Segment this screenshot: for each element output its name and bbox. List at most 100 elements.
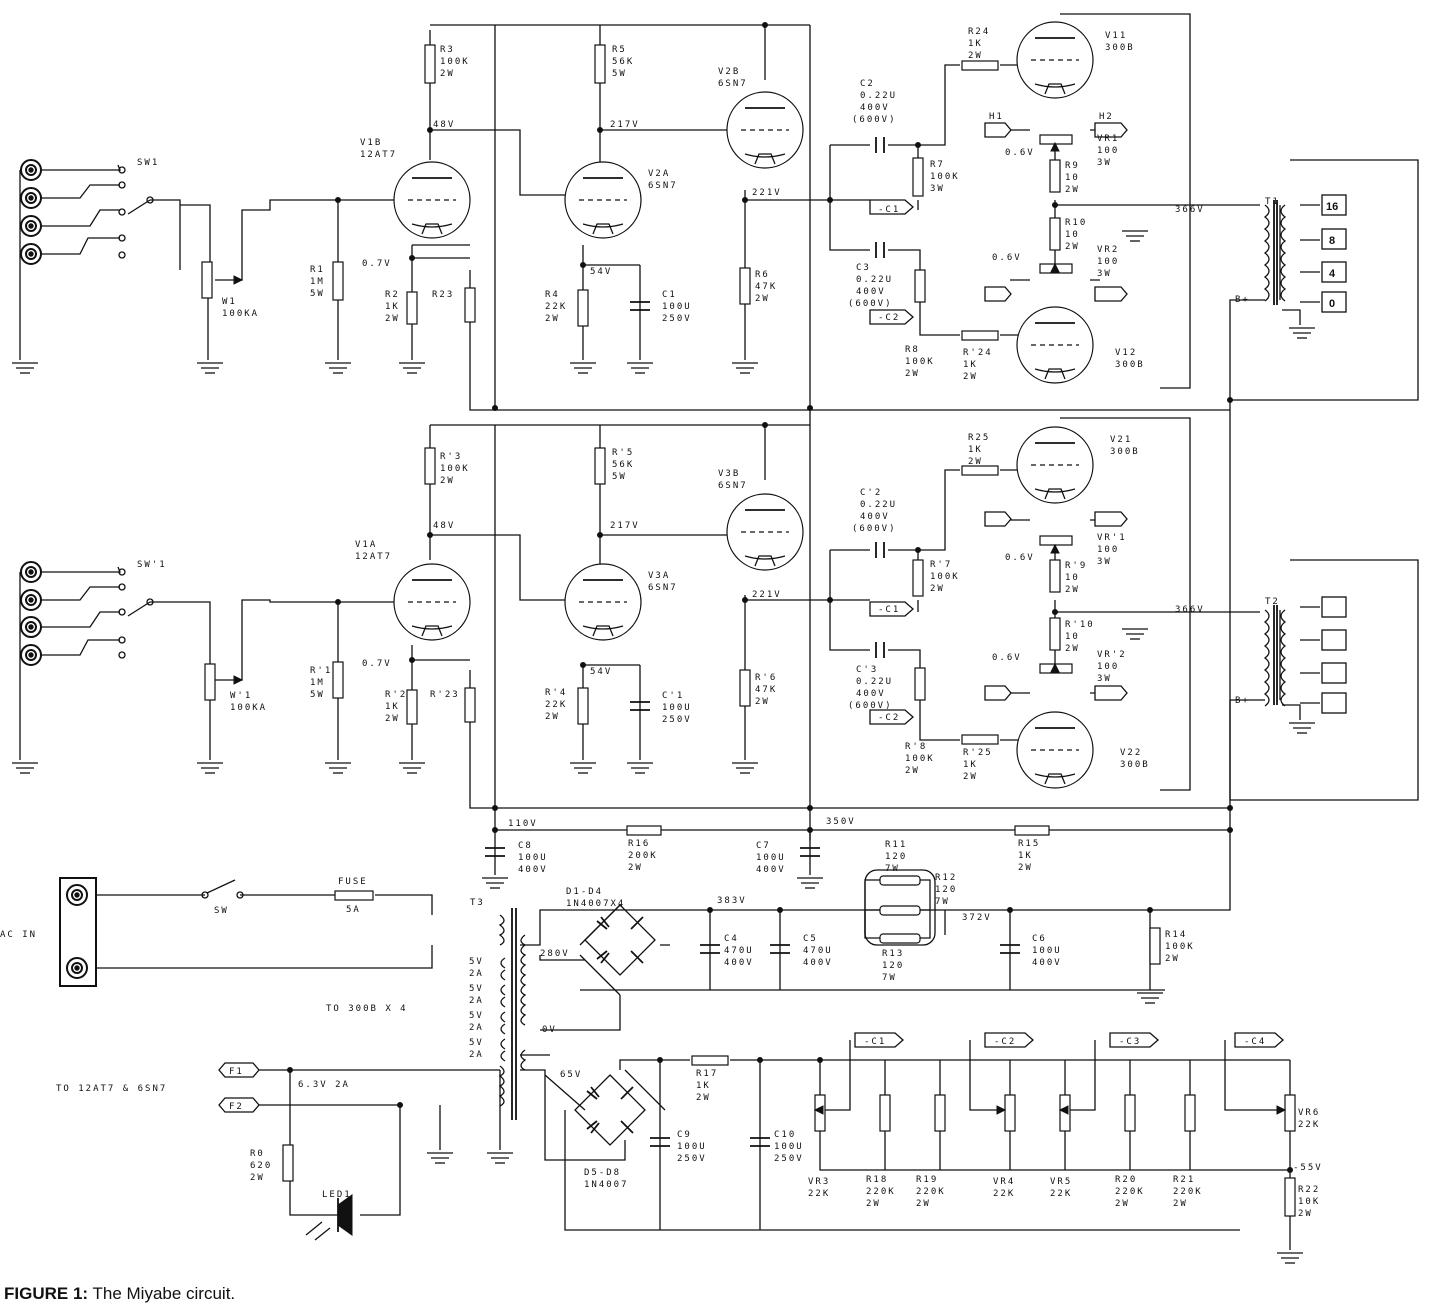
component-label: R1 <box>310 265 325 275</box>
component-label: 100K <box>930 172 960 182</box>
component-label: 350V <box>826 817 856 827</box>
component-label: 217V <box>610 120 640 130</box>
component-label: V11 <box>1105 31 1127 41</box>
component-label: -55V <box>1293 1163 1323 1173</box>
bridge-d1-d4 <box>584 904 656 976</box>
component-label: 22K <box>993 1189 1015 1199</box>
component-label: 2W <box>1065 185 1080 195</box>
component-label: 0.22U <box>856 677 893 687</box>
component-label: R'25 <box>963 748 993 758</box>
component-label: D1-D4 <box>566 887 603 897</box>
component-label: 2W <box>1018 863 1033 873</box>
component-label: R5 <box>612 45 627 55</box>
bridge-d5-d8 <box>574 1074 646 1146</box>
component-label: 65V <box>560 1070 582 1080</box>
component-label: R'4 <box>545 688 567 698</box>
component-label: C'1 <box>662 691 684 701</box>
component-label: 1K <box>963 760 978 770</box>
component-label: 1M <box>310 678 325 688</box>
component-label: 5A <box>346 905 361 915</box>
component-label: VR4 <box>993 1177 1015 1187</box>
component-label: 2A <box>469 1023 484 1033</box>
component-label: R17 <box>696 1069 718 1079</box>
component-label: 2A <box>469 996 484 1006</box>
power-transformer-t3 <box>498 908 527 1120</box>
component-label: R22 <box>1298 1185 1320 1195</box>
component-label: 110V <box>508 819 538 829</box>
component-label: B+ <box>1235 295 1250 305</box>
component-label: 120 <box>882 961 904 971</box>
component-label: H2 <box>1099 112 1114 122</box>
input-jacks-upper[interactable] <box>20 159 42 265</box>
tube-v2b <box>726 91 804 169</box>
component-label: 100U <box>774 1142 804 1152</box>
component-label: R'2 <box>385 690 407 700</box>
component-label: 2W <box>905 766 920 776</box>
component-label: C4 <box>724 934 739 944</box>
component-label: 7W <box>935 897 950 907</box>
component-label: 100K <box>440 464 470 474</box>
component-label: -C4 <box>1244 1037 1266 1047</box>
component-label: R'23 <box>430 690 460 700</box>
component-label: 200K <box>628 851 658 861</box>
component-label: -C1 <box>864 1037 886 1047</box>
component-label: 48V <box>433 521 455 531</box>
component-label: 3W <box>930 184 945 194</box>
power-switch[interactable] <box>201 879 244 899</box>
component-label: LED1 <box>322 1190 352 1200</box>
component-label: 8 <box>1329 235 1335 247</box>
components <box>11 21 1347 1264</box>
component-label: 2W <box>696 1093 711 1103</box>
component-label: TO 300B X 4 <box>326 1004 408 1014</box>
component-label: SW <box>214 906 229 916</box>
component-label: 100KA <box>230 703 267 713</box>
component-label: 2W <box>963 772 978 782</box>
component-label: 6.3V 2A <box>298 1080 350 1090</box>
component-label: 400V <box>518 865 548 875</box>
component-label: 3W <box>1097 269 1112 279</box>
component-label: 100U <box>662 302 692 312</box>
component-label: R'7 <box>930 560 952 570</box>
connector-tags <box>218 122 1284 1113</box>
input-selector-switches[interactable] <box>118 166 154 659</box>
component-label: TO 12AT7 & 6SN7 <box>56 1084 167 1094</box>
component-label: 6SN7 <box>718 481 748 491</box>
component-label: R20 <box>1115 1175 1137 1185</box>
component-label: H1 <box>989 112 1004 122</box>
tube-v22 <box>1016 711 1094 789</box>
input-jacks-lower[interactable] <box>20 561 42 666</box>
component-label: FUSE <box>338 877 368 887</box>
component-label: R'9 <box>1065 561 1087 571</box>
component-label: 400V <box>756 865 786 875</box>
component-label: R23 <box>432 290 454 300</box>
component-label: 5V <box>469 1011 484 1021</box>
component-label: 54V <box>590 667 612 677</box>
component-label: V3B <box>718 469 740 479</box>
component-label: 5W <box>612 69 627 79</box>
component-label: VR3 <box>808 1177 830 1187</box>
component-label: D5-D8 <box>584 1168 621 1178</box>
component-label: 2W <box>755 294 770 304</box>
component-label: 16 <box>1326 201 1338 213</box>
component-label: 6SN7 <box>718 79 748 89</box>
component-label: 400V <box>724 958 754 968</box>
component-label: 300B <box>1110 447 1140 457</box>
component-label: 100 <box>1097 257 1119 267</box>
component-label: C5 <box>803 934 818 944</box>
component-label: R18 <box>866 1175 888 1185</box>
component-label: -C1 <box>878 605 900 615</box>
component-label: 250V <box>774 1154 804 1164</box>
component-label: C6 <box>1032 934 1047 944</box>
component-label: 400V <box>1032 958 1062 968</box>
component-label: R12 <box>935 873 957 883</box>
component-label: 100K <box>1165 942 1195 952</box>
component-label: 56K <box>612 57 634 67</box>
component-label: T1 <box>1265 197 1280 207</box>
component-label: F2 <box>229 1102 244 1112</box>
component-label: 220K <box>1115 1187 1145 1197</box>
component-label: 2W <box>545 314 560 324</box>
component-label: 2W <box>905 369 920 379</box>
component-label: 1K <box>385 702 400 712</box>
component-label: 2W <box>1065 644 1080 654</box>
component-label: 10 <box>1065 632 1080 642</box>
